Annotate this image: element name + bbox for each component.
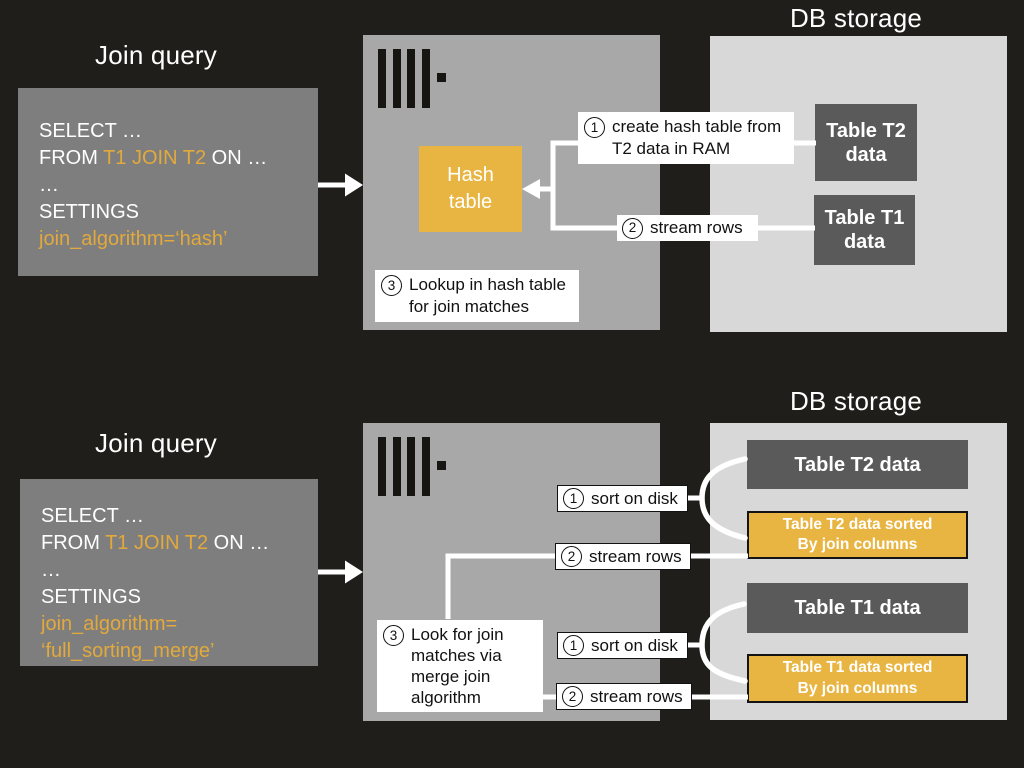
sql-from-keyword: FROM: [39, 147, 104, 169]
bottom-db-storage-title: DB storage: [789, 386, 923, 416]
sql-line-from: FROM T1 JOIN T2 ON …: [41, 530, 308, 557]
step-text: Lookup in hash table for join matches: [409, 274, 566, 318]
table-t2-sorted-box: Table T2 data sorted By join columns: [747, 511, 968, 559]
step-text: Look for join matches via merge join alg…: [411, 624, 504, 708]
top-join-query-title: Join query: [95, 40, 217, 70]
bar-icon: [407, 49, 415, 108]
sql-line-algorithm-value: ‘full_sorting_merge’: [41, 640, 215, 662]
query-to-server-arrowhead: [345, 560, 363, 584]
sql-line-algorithm: join_algorithm=‘hash’: [39, 228, 228, 250]
circled-number: 3: [383, 625, 404, 646]
sql-line-ellipsis: …: [41, 559, 61, 581]
step-text-line: algorithm: [411, 688, 481, 707]
sql-line-settings: SETTINGS: [39, 201, 140, 223]
table-t2-data-box: Table T2 data: [747, 440, 968, 489]
step-sort-on-disk-t1-label: 1 sort on disk: [557, 632, 688, 659]
step-text-line: create hash table from: [612, 117, 782, 136]
step-text-line: T2 data in RAM: [612, 139, 731, 158]
sorted-line: By join columns: [797, 679, 918, 697]
step-stream-rows-t1-label: 2 stream rows: [556, 683, 692, 710]
bottom-join-query-title: Join query: [95, 428, 217, 458]
server-bars-icon: [378, 49, 446, 108]
bar-icon: [392, 437, 401, 496]
step-text-line: Look for join: [411, 625, 504, 644]
bar-icon: [378, 49, 386, 108]
step-create-hash-table-label: 1 create hash table from T2 data in RAM: [578, 112, 794, 164]
step-text-line: merge join: [411, 667, 491, 686]
bar-icon: [407, 437, 415, 496]
sql-on-clause: ON …: [206, 147, 268, 169]
step-text: sort on disk: [591, 635, 678, 655]
bottom-query-panel: SELECT … FROM T1 JOIN T2 ON … … SETTINGS…: [20, 479, 318, 666]
step-lookup-label: 3 Lookup in hash table for join matches: [375, 270, 579, 322]
step-text: stream rows: [589, 546, 682, 566]
dot-icon: [437, 461, 446, 470]
sql-on-clause: ON …: [208, 532, 270, 554]
top-db-storage-title: DB storage: [789, 3, 923, 33]
circled-number: 1: [563, 488, 584, 509]
sql-line-from: FROM T1 JOIN T2 ON …: [39, 145, 308, 172]
sql-join-tables: T1 JOIN T2: [103, 147, 207, 169]
hash-table-box: Hash table: [419, 146, 522, 232]
step-stream-rows-t2-label: 2 stream rows: [555, 543, 691, 570]
circled-number: 3: [381, 275, 402, 296]
query-to-server-arrowhead: [345, 173, 363, 197]
circled-number: 1: [563, 635, 584, 656]
table-t1-data-box: Table T1 data: [814, 195, 915, 265]
bar-icon: [392, 49, 401, 108]
sql-join-tables: T1 JOIN T2: [105, 532, 209, 554]
circled-number: 2: [561, 546, 582, 567]
sorted-line: Table T1 data sorted: [782, 659, 933, 677]
table-t1-sorted-box: Table T1 data sorted By join columns: [747, 654, 968, 703]
step-text-line: for join matches: [409, 297, 529, 316]
sql-line-ellipsis: …: [39, 174, 59, 196]
circled-number: 2: [562, 686, 583, 707]
server-bars-icon: [378, 437, 446, 496]
step-text: stream rows: [650, 218, 743, 237]
sql-line-select: SELECT …: [41, 505, 144, 527]
dot-icon: [437, 73, 446, 82]
sql-line-algorithm: join_algorithm=: [41, 613, 178, 635]
step-merge-join-label: 3 Look for join matches via merge join a…: [377, 620, 543, 712]
circled-number: 1: [584, 117, 605, 138]
top-db-storage-box: [710, 36, 1007, 332]
sql-line-settings: SETTINGS: [41, 586, 142, 608]
sorted-line: Table T2 data sorted: [782, 515, 933, 533]
sorted-line: By join columns: [797, 536, 918, 553]
circled-number: 2: [622, 217, 643, 239]
step-stream-rows-label: 2 stream rows: [617, 215, 758, 241]
step-text: create hash table from T2 data in RAM: [612, 116, 781, 160]
bar-icon: [421, 49, 430, 108]
step-text: sort on disk: [591, 488, 678, 508]
table-t2-data-box: Table T2 data: [815, 104, 917, 181]
sql-from-keyword: FROM: [41, 532, 106, 554]
top-query-panel: SELECT … FROM T1 JOIN T2 ON … … SETTINGS…: [18, 88, 318, 276]
step-text-line: matches via: [411, 646, 502, 665]
step-text: stream rows: [590, 686, 683, 706]
step-text-line: Lookup in hash table: [409, 275, 566, 294]
sql-line-select: SELECT …: [39, 120, 142, 142]
table-t1-data-box: Table T1 data: [747, 583, 968, 633]
bar-icon: [421, 437, 430, 496]
step-sort-on-disk-t2-label: 1 sort on disk: [557, 485, 688, 512]
bar-icon: [378, 437, 386, 496]
